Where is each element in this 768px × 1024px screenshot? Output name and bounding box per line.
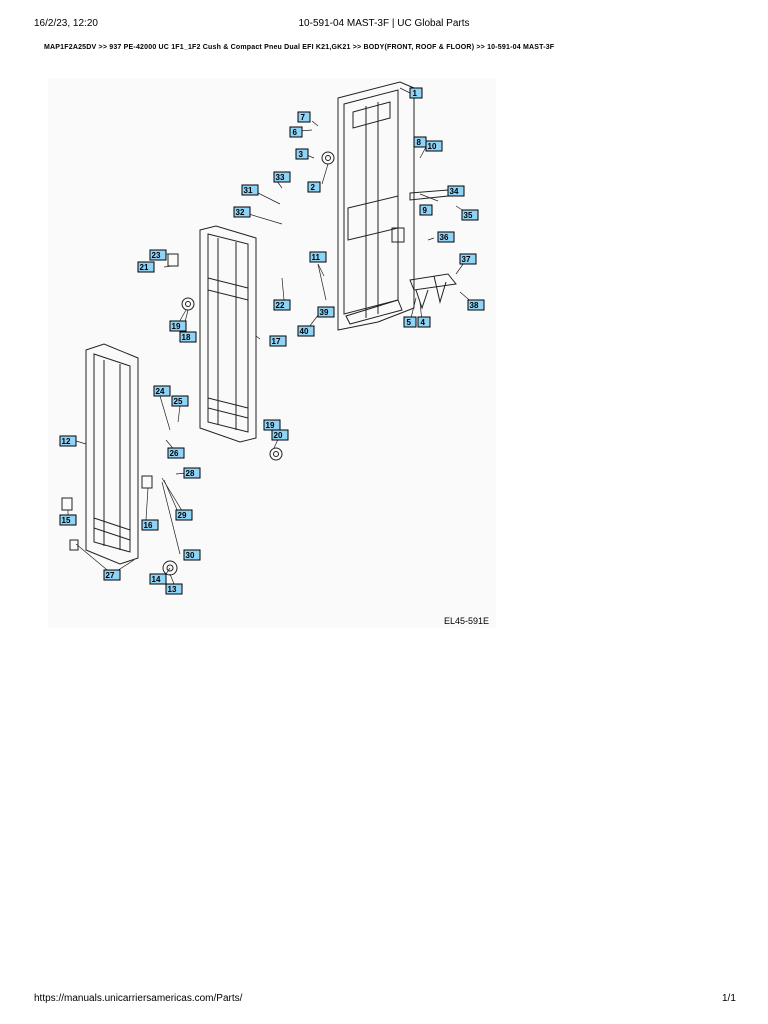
diagram-code: EL45-591E	[444, 616, 490, 626]
print-datetime: 16/2/23, 12:20	[34, 18, 98, 29]
callout-2: 2	[307, 181, 321, 193]
svg-text:5: 5	[407, 318, 412, 327]
svg-text:35: 35	[464, 211, 473, 220]
svg-text:9: 9	[423, 206, 428, 215]
svg-text:14: 14	[152, 575, 161, 584]
svg-text:37: 37	[462, 255, 471, 264]
page-title: 10-591-04 MAST-3F | UC Global Parts	[298, 18, 470, 29]
svg-text:24: 24	[156, 387, 165, 396]
svg-text:4: 4	[421, 318, 426, 327]
svg-text:28: 28	[186, 469, 195, 478]
callout-8: 8	[413, 136, 427, 148]
svg-text:17: 17	[272, 337, 281, 346]
callout-12: 12	[59, 435, 77, 447]
callout-40: 40	[297, 325, 315, 337]
inner-mast	[61, 343, 178, 576]
callout-24: 24	[153, 385, 171, 397]
svg-text:16: 16	[144, 521, 153, 530]
svg-text:27: 27	[106, 571, 115, 580]
callout-34: 34	[447, 185, 465, 197]
callout-25: 25	[171, 395, 189, 407]
svg-text:21: 21	[140, 263, 149, 272]
callout-16: 16	[141, 519, 159, 531]
callout-28: 28	[183, 467, 201, 479]
callout-4: 4	[417, 316, 431, 328]
svg-text:3: 3	[299, 150, 304, 159]
svg-text:7: 7	[301, 113, 306, 122]
svg-text:33: 33	[276, 173, 285, 182]
callout-3: 3	[295, 148, 309, 160]
svg-text:26: 26	[170, 449, 179, 458]
svg-text:30: 30	[186, 551, 195, 560]
callout-18: 18	[179, 331, 197, 343]
callout-26: 26	[167, 447, 185, 459]
callout-20: 20	[271, 429, 289, 441]
callout-7: 7	[297, 111, 311, 123]
callout-32: 32	[233, 206, 251, 218]
svg-text:38: 38	[470, 301, 479, 310]
svg-text:19: 19	[172, 322, 181, 331]
page-number: 1/1	[722, 993, 736, 1004]
callout-19-bottom: 19	[263, 419, 281, 431]
middle-mast	[167, 225, 283, 461]
svg-text:23: 23	[152, 251, 161, 260]
callout-39: 39	[317, 306, 335, 318]
svg-text:36: 36	[440, 233, 449, 242]
callout-38: 38	[467, 299, 485, 311]
svg-text:25: 25	[174, 397, 183, 406]
mast-exploded-view: 1 2 3 4 5 6 7 8 9 10 11 12 13 14 15 16 1…	[59, 81, 485, 595]
breadcrumb: MAP1F2A25DV >> 937 PE-42000 UC 1F1_1F2 C…	[44, 44, 555, 51]
callout-35: 35	[461, 209, 479, 221]
callout-9: 9	[419, 204, 433, 216]
svg-text:31: 31	[244, 186, 253, 195]
callout-37: 37	[459, 253, 477, 265]
callout-30: 30	[183, 549, 201, 561]
svg-text:32: 32	[236, 208, 245, 217]
svg-text:15: 15	[62, 516, 71, 525]
svg-text:1: 1	[413, 89, 418, 98]
callout-31: 31	[241, 184, 259, 196]
callout-11: 11	[309, 251, 327, 263]
svg-text:11: 11	[312, 253, 321, 262]
callout-21: 21	[137, 261, 155, 273]
svg-text:20: 20	[274, 431, 283, 440]
callout-33: 33	[273, 171, 291, 183]
svg-text:10: 10	[428, 142, 437, 151]
svg-text:40: 40	[300, 327, 309, 336]
callout-22: 22	[273, 299, 291, 311]
footer-url: https://manuals.unicarriersamericas.com/…	[34, 993, 243, 1004]
svg-text:39: 39	[320, 308, 329, 317]
svg-text:18: 18	[182, 333, 191, 342]
callout-17: 17	[269, 335, 287, 347]
outer-mast	[321, 81, 457, 331]
callout-13: 13	[165, 583, 183, 595]
svg-text:12: 12	[62, 437, 71, 446]
parts-diagram: 1 2 3 4 5 6 7 8 9 10 11 12 13 14 15 16 1…	[48, 78, 496, 628]
callout-5: 5	[403, 316, 417, 328]
svg-text:29: 29	[178, 511, 187, 520]
svg-text:19: 19	[266, 421, 275, 430]
callout-14: 14	[149, 573, 167, 585]
svg-text:13: 13	[168, 585, 177, 594]
callout-23: 23	[149, 249, 167, 261]
callout-29: 29	[175, 509, 193, 521]
svg-text:2: 2	[311, 183, 316, 192]
callout-36: 36	[437, 231, 455, 243]
svg-text:22: 22	[276, 301, 285, 310]
callout-15: 15	[59, 514, 77, 526]
callout-1: 1	[409, 87, 423, 99]
callout-6: 6	[289, 126, 303, 138]
svg-text:34: 34	[450, 187, 459, 196]
callout-10: 10	[425, 140, 443, 152]
callout-27: 27	[103, 569, 121, 581]
svg-text:6: 6	[293, 128, 298, 137]
callout-19-top: 19	[169, 320, 187, 332]
svg-text:8: 8	[417, 138, 422, 147]
